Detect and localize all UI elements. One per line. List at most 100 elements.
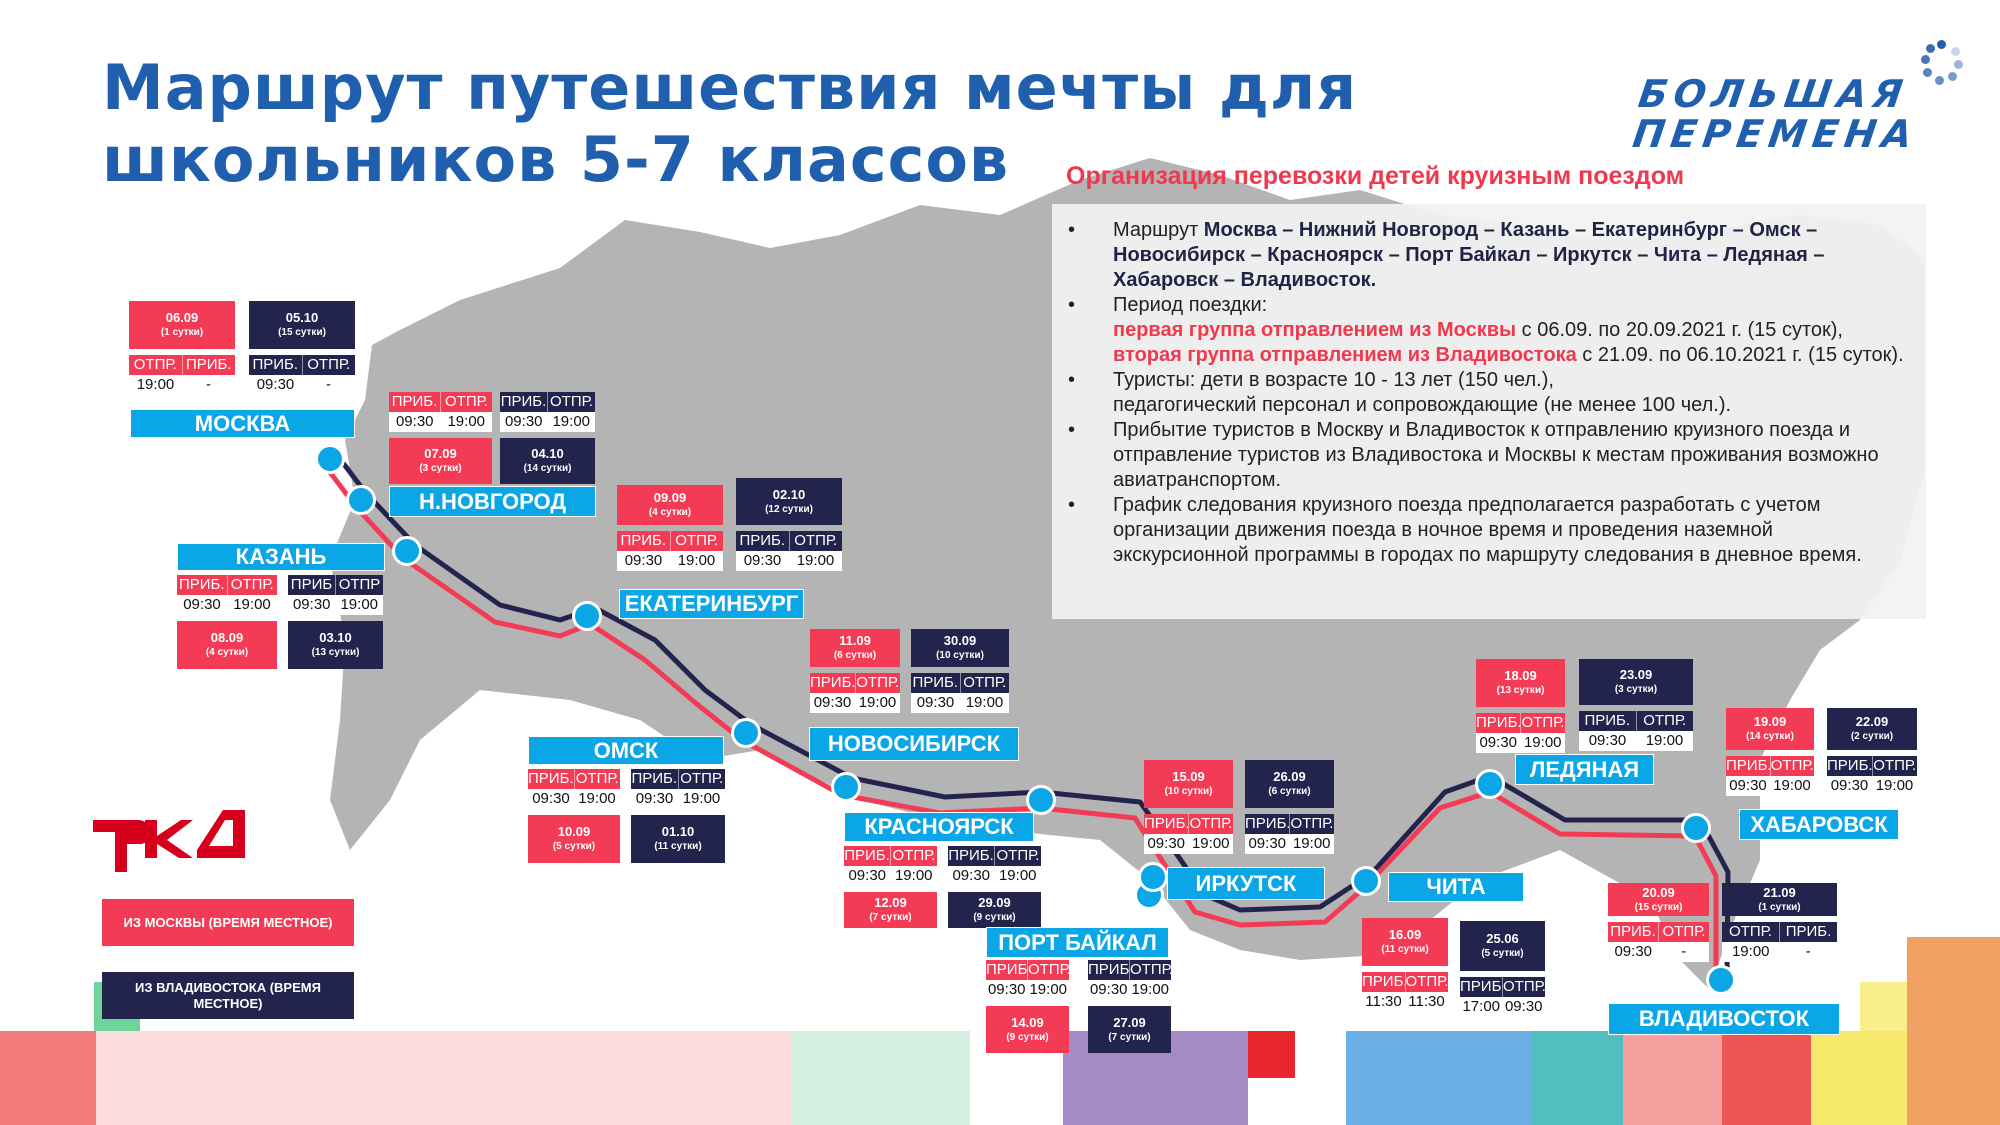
title-line-1: Маршрут путешествия мечты для (102, 51, 1358, 124)
station-marker (1138, 862, 1168, 892)
date-box: 10.09(5 сутки) (528, 815, 620, 863)
date-box: 02.10(12 сутки) (736, 478, 842, 525)
header-row: ПРИБ.ОТПР. (986, 960, 1069, 980)
header-row: ПРИБ.ОТПР. (810, 673, 900, 693)
header-cell: ПРИБ. (252, 356, 299, 373)
header-cell: ПРИБ (290, 576, 333, 593)
station-label: ИРКУТСК (1167, 867, 1325, 900)
header-row: ПРИБ.ОТПР. (1827, 756, 1917, 776)
header-row: ПРИБ.ОТПР. (1088, 960, 1171, 980)
header-row: ПРИБ.ОТПР. (1460, 977, 1545, 997)
time-cell: 09:30 (256, 376, 295, 393)
header-row: ОТПР. ПРИБ. (1722, 922, 1837, 942)
header-cell: ПРИБ. (1088, 961, 1129, 978)
title-line-2: школьников 5-7 классов (102, 123, 1010, 196)
info-period: Период поездки: первая группа отправлени… (1068, 293, 1908, 368)
time-row: 09:30 19:00 (911, 693, 1009, 713)
header-row: ПРИБ.ОТПР. (1726, 756, 1814, 776)
header-cell: ОТПР. (854, 673, 900, 693)
header-cell: ОТПР. (1502, 977, 1545, 997)
legend-from-vladivostok: ИЗ ВЛАДИВОСТОКА (ВРЕМЯ МЕСТНОЕ) (102, 972, 354, 1019)
time-cell: 09:30 (1614, 943, 1653, 960)
header-row: ПРИБ.ОТПР. (911, 673, 1009, 693)
header-cell: ОТПР. (547, 392, 595, 412)
time-row: 09:30 - (249, 375, 355, 395)
date-box: 07.09(3 сутки) (389, 438, 492, 484)
header-cell: ПРИБ. (844, 847, 890, 864)
header-row: ПРИБ.ОТПР. (249, 355, 355, 375)
header-row: ПРИБ.ОТПР. (1579, 711, 1693, 731)
time-cell: 09:30 (1248, 835, 1287, 852)
header-cell: ОТПР. (301, 355, 356, 375)
header-cell: ПРИБ. (948, 847, 994, 864)
header-cell: ОТПР. (1188, 814, 1233, 834)
time-cell: 09:30 (1504, 998, 1543, 1015)
date-box: 25.06(5 сутки) (1460, 921, 1545, 971)
header-cell: ПРИБ. (1144, 815, 1188, 832)
header-cell: ОТПР. (890, 846, 937, 866)
station-marker (1706, 965, 1736, 995)
date-box: 29.09(9 сутки) (948, 892, 1041, 928)
header-cell: ОТПР. (1520, 713, 1565, 733)
time-cell: 09:30 (504, 413, 543, 430)
date-box: 23.09(3 сутки) (1579, 659, 1693, 705)
header-row: ПРИБ.ОТПР. (1608, 922, 1709, 942)
time-cell: 09:30 (848, 867, 887, 884)
header-row: ПРИБ.ОТПР. (1476, 713, 1565, 733)
header-cell: ОТПР. (133, 356, 177, 373)
header-cell: ПРИБ. (181, 355, 236, 375)
time-cell: 09:30 (1089, 981, 1128, 998)
time-cell: 09:30 (1830, 777, 1869, 794)
time-cell: 19:00 (965, 694, 1004, 711)
from-moscow-schedule: 20.09(15 сутки)ПРИБ.ОТПР.09:30- (1608, 883, 1709, 962)
station-label: НОВОСИБИРСК (809, 727, 1019, 761)
time-cell: 19:00 (233, 596, 271, 613)
header-cell: ОТПР. (788, 531, 843, 551)
time-cell: 19:00 (1645, 732, 1684, 749)
header-cell: ПРИБ. (912, 674, 959, 691)
header-cell: ОТПР. (1289, 814, 1334, 834)
date-box: 26.09(6 сутки) (1245, 760, 1334, 808)
time-cell: - (326, 376, 331, 393)
station-marker (392, 536, 422, 566)
header-cell: ПРИБ. (1460, 978, 1502, 995)
info-tourists: Туристы: дети в возрасте 10 - 13 лет (15… (1068, 368, 1908, 418)
date-box: 19.09(14 сутки) (1726, 708, 1814, 750)
header-cell: ОТПР. (1729, 923, 1772, 940)
header-cell: ОТПР. (669, 531, 724, 551)
station-label: ЛЕДЯНАЯ (1515, 754, 1654, 785)
time-cell: 09:30 (916, 694, 955, 711)
header-row: ПРИБ.ОТПР. (528, 769, 620, 789)
station-label: ПОРТ БАЙКАЛ (986, 927, 1169, 958)
header-row: ПРИБ.ОТПР. (389, 392, 492, 412)
station-label: Н.НОВГОРОД (389, 486, 596, 517)
header-cell: ОТПР. (994, 846, 1041, 866)
header-cell: ПРИБ. (631, 770, 678, 787)
header-row: ПРИБ.ОТПР. (631, 769, 725, 789)
time-row: 19:00- (1722, 942, 1837, 962)
info-arrival: Прибытие туристов в Москву и Владивосток… (1068, 418, 1908, 493)
date-box: 03.10(13 сутки) (288, 621, 383, 669)
date-box: 01.10(11 сутки) (631, 815, 725, 863)
time-cell: 19:00 (136, 376, 175, 393)
header-cell: ПРИБ. (1779, 922, 1837, 942)
